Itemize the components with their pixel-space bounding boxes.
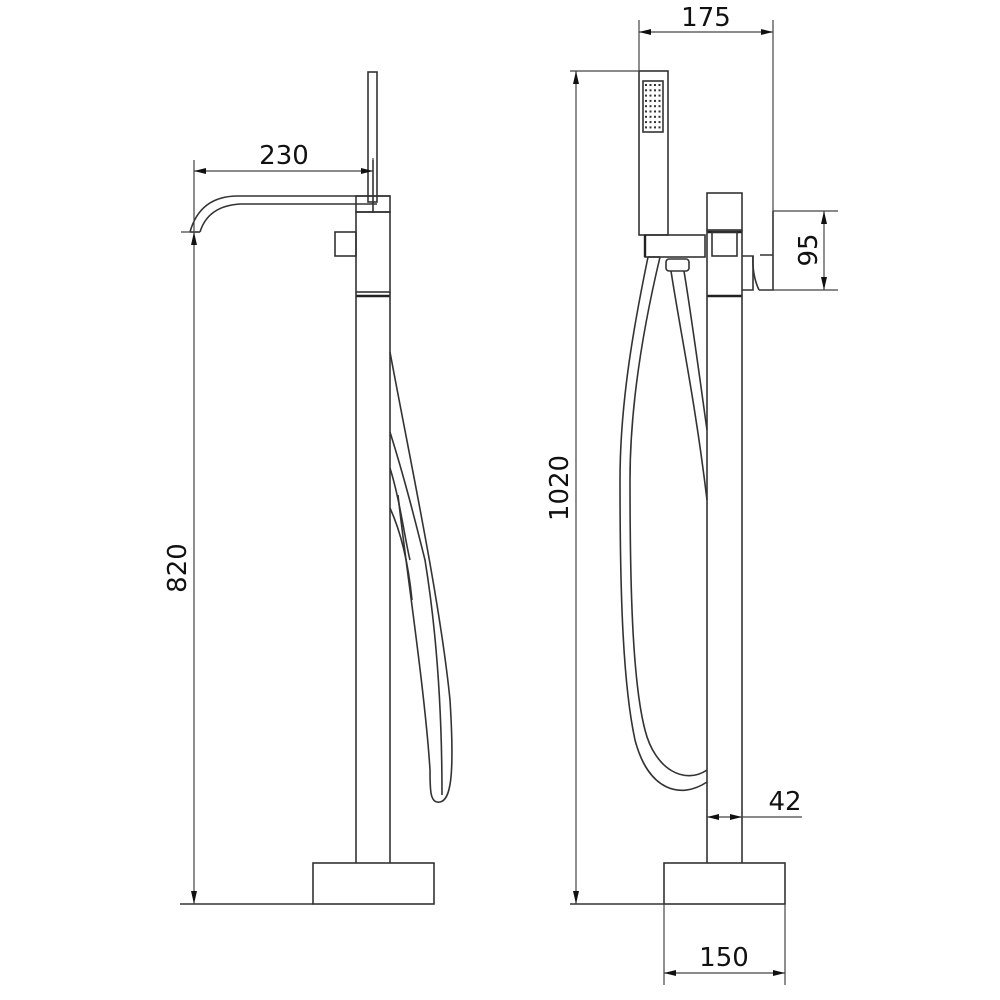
dimension-handshower-reach: 175 bbox=[638, 3, 774, 211]
label-spout-reach: 230 bbox=[259, 141, 309, 171]
label-riser-diameter: 42 bbox=[768, 787, 801, 817]
spout bbox=[189, 195, 390, 233]
right-view-mixer bbox=[570, 70, 786, 905]
base-plate bbox=[312, 862, 435, 905]
base-plate-right bbox=[663, 862, 786, 905]
dimension-valve-body-height: 95 bbox=[773, 210, 838, 291]
lever-handle bbox=[742, 255, 754, 291]
spray-nozzles-grid bbox=[645, 84, 661, 129]
label-overall-height: 1020 bbox=[545, 455, 575, 521]
diverter-knob bbox=[334, 231, 357, 257]
dimension-overall-height: 1020 bbox=[545, 70, 639, 904]
dimension-base-diameter: 150 bbox=[663, 904, 786, 985]
label-spout-height: 820 bbox=[163, 543, 193, 593]
label-valve-body-height: 95 bbox=[794, 233, 824, 266]
dimension-riser-diameter: 42 bbox=[707, 787, 802, 820]
handshower-holder bbox=[644, 234, 706, 258]
hose-right bbox=[619, 256, 708, 792]
left-view-mixer bbox=[180, 71, 453, 905]
dimension-spout-reach: 230 bbox=[193, 141, 374, 232]
label-base-diameter: 150 bbox=[699, 943, 749, 973]
hose-connector bbox=[665, 258, 690, 272]
label-handshower-reach: 175 bbox=[681, 3, 731, 33]
handshower-spray-face bbox=[642, 80, 664, 133]
dimension-spout-height: 820 bbox=[163, 231, 200, 904]
hose bbox=[389, 351, 453, 803]
valve-body-right bbox=[706, 192, 743, 231]
